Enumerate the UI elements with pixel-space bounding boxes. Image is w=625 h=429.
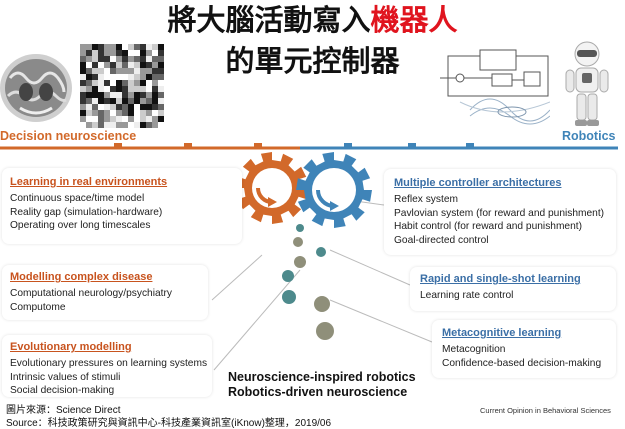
box-title: Metacognitive learning (442, 327, 562, 339)
journal-credit: Current Opinion in Behavioral Sciences (480, 406, 611, 415)
trail-dot (282, 290, 296, 304)
box-rapid-single-shot-learning: Rapid and single-shot learning Learning … (410, 267, 616, 311)
title-highlight: 機器人 (370, 3, 458, 37)
box-item: Continuous space/time model (10, 193, 145, 204)
box-title: Modelling complex disease (10, 271, 153, 283)
box-item: Social decision-making (10, 385, 115, 396)
box-title: Learning in real environments (10, 176, 168, 188)
header-decision-neuroscience: Decision neuroscience (0, 129, 137, 143)
box-item: Habit control (for reward and punishment… (394, 221, 582, 232)
box-item: Computational neurology/psychiatry (10, 288, 172, 299)
box-item: Metacognition (442, 344, 506, 355)
box-item: Operating over long timescales (10, 220, 151, 231)
box-item: Goal-directed control (394, 234, 489, 246)
box-item: Learning rate control (420, 290, 514, 301)
control-diagram-image (440, 46, 550, 128)
header-robotics: Robotics (562, 129, 616, 143)
box-multiple-controller-architectures: Multiple controller architectures Reflex… (384, 169, 616, 255)
box-item: Pavlovian system (for reward and punishm… (394, 207, 605, 219)
image-source-note: 圖片來源：Science Direct (6, 405, 121, 416)
trail-dot (282, 270, 294, 282)
box-item: Reality gap (simulation-hardware) (10, 206, 163, 218)
humanoid-robot-image (560, 40, 614, 128)
central-caption: Neuroscience-inspired robotics Robotics-… (228, 370, 416, 400)
trail-dot (293, 237, 303, 247)
box-item: Computome (10, 301, 66, 313)
box-modelling-complex-disease: Modelling complex disease Computational … (2, 265, 208, 320)
central-line-2: Robotics-driven neuroscience (228, 385, 408, 399)
connector-3 (213, 269, 301, 371)
matrix-heatmap-image (78, 42, 166, 128)
box-item: Intrinsic values of stimuli (10, 371, 121, 383)
box-item: Reflex system (394, 194, 458, 205)
left-bar-ticks (114, 143, 262, 147)
box-item: Confidence-based decision-making (442, 357, 602, 369)
central-line-1: Neuroscience-inspired robotics (228, 370, 416, 384)
title-line-1: 將大腦活動寫入機器人 (0, 3, 625, 37)
connector-2 (211, 254, 263, 301)
title-prefix: 將大腦活動寫入 (167, 3, 371, 37)
title-line-2: 的單元控制器 (225, 44, 400, 78)
trail-dots (282, 224, 334, 340)
connector-6 (329, 299, 433, 343)
brain-scan-image (0, 48, 82, 128)
trail-dot (296, 224, 304, 232)
connector-5 (329, 249, 411, 286)
box-title: Evolutionary modelling (10, 341, 132, 353)
orange-gear-icon (236, 152, 308, 224)
trail-dot (294, 256, 306, 268)
box-metacognitive-learning: Metacognitive learning Metacognition Con… (432, 320, 616, 378)
trail-dot (316, 322, 334, 340)
box-title: Multiple controller architectures (394, 177, 562, 189)
box-learning-real-environments: Learning in real environments Continuous… (2, 168, 242, 244)
right-bar-ticks (344, 143, 474, 147)
box-item: Evolutionary pressures on learning syste… (10, 358, 208, 369)
trail-dot (316, 247, 326, 257)
box-title: Rapid and single-shot learning (420, 273, 581, 285)
source-note: Source：科技政策研究與資訊中心-科技產業資訊室(iKnow)整理，2019… (6, 418, 332, 429)
trail-dot (314, 296, 330, 312)
box-evolutionary-modelling: Evolutionary modelling Evolutionary pres… (2, 335, 212, 397)
blue-gear-icon (296, 152, 372, 228)
